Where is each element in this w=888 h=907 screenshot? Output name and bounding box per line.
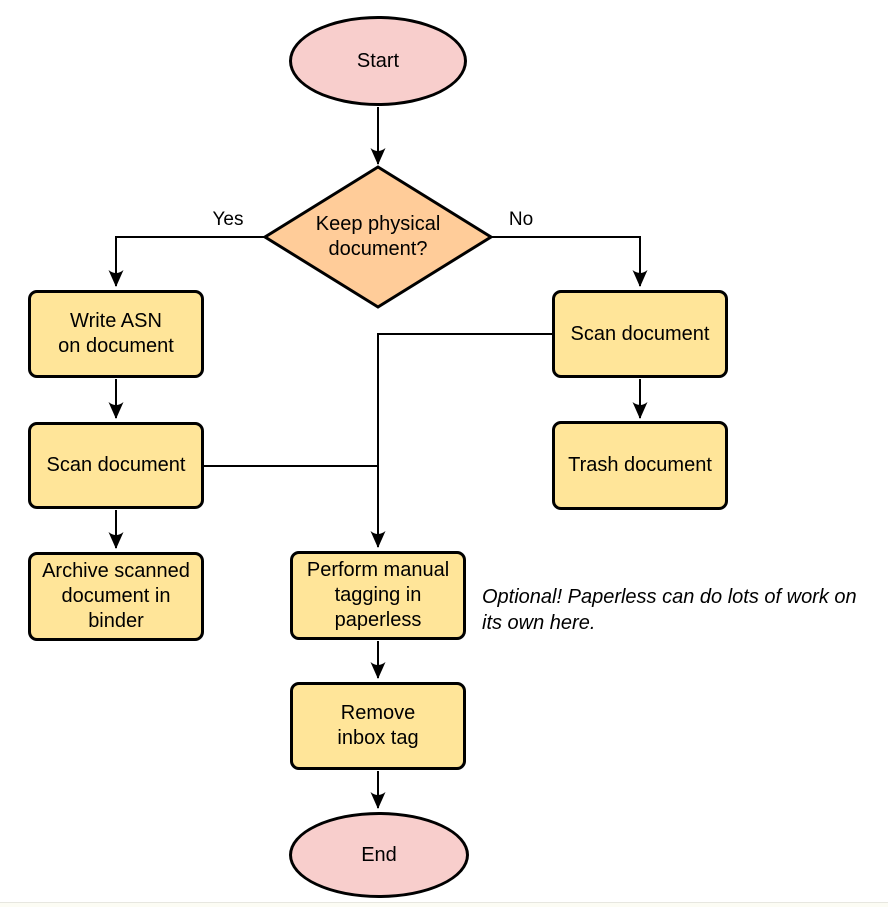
node-remove-inbox-tag: Remove inbox tag <box>290 682 466 770</box>
node-perform-manual-tagging: Perform manual tagging in paperless <box>290 551 466 640</box>
node-scan-document-left: Scan document <box>28 422 204 509</box>
decision-diamond <box>262 165 494 309</box>
page-bottom-edge <box>0 902 888 907</box>
node-start: Start <box>289 16 467 106</box>
edge-decision-yes-to-write-asn <box>108 236 268 287</box>
edge-decision-no-to-scan-right <box>488 236 648 287</box>
edge-scan-right-to-tagging <box>370 333 552 548</box>
node-scan-document-right: Scan document <box>552 290 728 378</box>
node-archive-scanned-document: Archive scanned document in binder <box>28 552 204 641</box>
edge-label-no: No <box>508 209 534 230</box>
edge-label-yes: Yes <box>212 209 244 230</box>
node-decision-label: Keep physical document? <box>315 213 441 260</box>
node-trash-document: Trash document <box>552 421 728 510</box>
annotation-optional-note: Optional! Paperless can do lots of work … <box>482 586 857 634</box>
node-end: End <box>289 812 469 898</box>
node-write-asn-on-document: Write ASN on document <box>28 290 204 378</box>
